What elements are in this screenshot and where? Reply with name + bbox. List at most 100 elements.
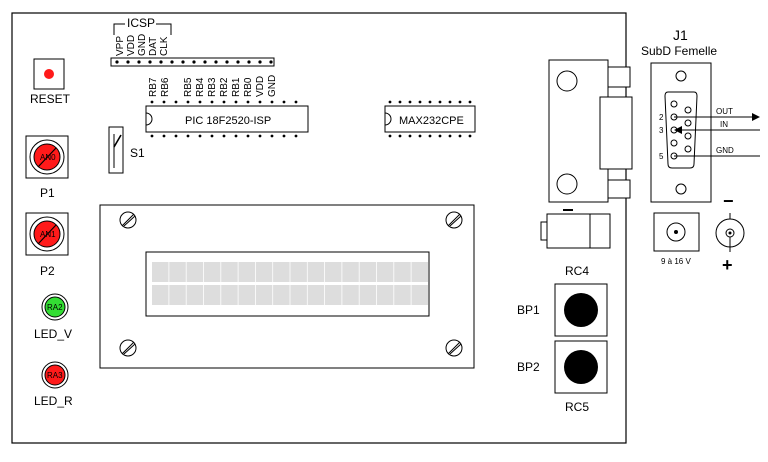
pic-pins-bottom [150, 134, 298, 138]
icsp-pin-label: CLK [159, 36, 170, 56]
lcd-character-cell [290, 262, 307, 282]
lcd-character-cell [342, 262, 359, 282]
lcd-character-cell [376, 285, 394, 305]
pic-pins-top [150, 100, 298, 104]
max232-chip: MAX232CPE [384, 100, 476, 138]
icsp-pin-label: GND [137, 34, 148, 56]
lcd-character-cell [186, 262, 204, 282]
lcd-character-cell [290, 285, 307, 305]
pic-pin-label: RB5 [183, 77, 194, 97]
lcd-character-cell [152, 262, 169, 282]
lcd-screen [145, 251, 430, 317]
bp1-label: BP1 [517, 303, 540, 317]
icsp-pin-labels: VPP VDD GND DAT CLK [115, 34, 170, 56]
led-red-pin: RA3 [47, 371, 63, 380]
db9-pin-number: 5 [659, 152, 664, 161]
power-range-label: 9 à 16 V [661, 257, 691, 266]
signal-out-label: OUT [716, 107, 733, 116]
icsp-pin-holes [115, 60, 273, 64]
lcd-character-cell [152, 285, 169, 305]
power-jack-front [653, 212, 700, 252]
pic-pin-label: RB0 [243, 77, 254, 97]
max232-body [384, 105, 476, 133]
potentiometer-p2-pin: AN1 [40, 230, 56, 239]
max232-pins-top [388, 100, 472, 104]
reset-button[interactable] [33, 58, 65, 90]
led-red-label: LED_R [34, 394, 73, 408]
pic-pin-label: RB7 [148, 77, 159, 97]
pic-pin-labels: RB7 RB6 RB5 RB4 RB3 RB2 RB1 RB0 VDD GND [148, 75, 278, 97]
pic-pin-label: VDD [255, 76, 266, 97]
icsp-bracket-right [156, 23, 172, 35]
polarity-icon [715, 213, 745, 252]
pic-pin-label: RB1 [231, 77, 242, 97]
connector-subtitle: SubD Femelle [641, 44, 717, 58]
screw-icon [445, 339, 463, 357]
rc4-label: RC4 [565, 264, 589, 278]
lcd-cells [152, 262, 428, 305]
signal-gnd-label: GND [716, 146, 734, 155]
lcd-character-cell [255, 262, 273, 282]
signal-out-line [674, 113, 760, 121]
board-outline [11, 12, 627, 444]
power-jack-side [540, 209, 611, 249]
icsp-pin-label: DAT [148, 37, 159, 56]
lcd-character-cell [273, 262, 290, 282]
reset-label: RESET [30, 92, 71, 106]
connector-title: J1 [673, 27, 688, 43]
lcd-character-cell [411, 285, 428, 305]
lcd-character-cell [342, 285, 359, 305]
led-green-pin: RA2 [47, 303, 63, 312]
lcd-character-cell [325, 285, 342, 305]
max232-pins-bottom [388, 134, 472, 138]
lcd-character-cell [221, 285, 238, 305]
lcd-character-cell [169, 285, 186, 305]
lcd-character-cell [186, 285, 204, 305]
lcd-character-cell [376, 262, 394, 282]
lcd-character-cell [394, 262, 411, 282]
lcd-character-cell [255, 285, 273, 305]
potentiometer-p2-label: P2 [40, 264, 55, 278]
signal-in-line [674, 126, 760, 134]
icsp-bracket [113, 23, 125, 35]
icsp-pin-label: VPP [115, 36, 126, 56]
pic-pin-label: RB3 [207, 77, 218, 97]
icsp-pin-strip [110, 57, 275, 67]
max232-notch [384, 112, 392, 126]
icsp-title: ICSP [127, 16, 155, 30]
potentiometer-p2[interactable]: AN1 [25, 212, 69, 256]
max232-label: MAX232CPE [399, 115, 464, 127]
mount-hole-icon [556, 173, 578, 195]
switch-s1-label: S1 [130, 146, 145, 160]
db9-pin-number: 2 [659, 113, 664, 122]
lcd-character-cell [238, 285, 255, 305]
lcd-character-cell [238, 262, 255, 282]
potentiometer-p1-label: P1 [40, 186, 55, 200]
lcd-character-cell [325, 262, 342, 282]
switch-s1[interactable] [108, 126, 124, 174]
lcd-character-cell [359, 262, 377, 282]
db9-pin-number: 3 [659, 126, 664, 135]
push-button-bp1[interactable] [554, 283, 608, 337]
mount-hole-icon [675, 70, 687, 82]
lcd-character-cell [307, 262, 325, 282]
push-button-bp2[interactable] [554, 340, 608, 394]
pic-notch [145, 112, 153, 126]
lcd-character-cell [411, 262, 428, 282]
pic-chip: RB7 RB6 RB5 RB4 RB3 RB2 RB1 RB0 VDD GND … [145, 75, 309, 138]
potentiometer-p1[interactable]: AN0 [25, 135, 69, 179]
lcd-character-cell [394, 285, 411, 305]
lcd-character-cell [359, 285, 377, 305]
lcd-module [99, 204, 475, 369]
bp2-label: BP2 [517, 360, 540, 374]
pic-body [145, 105, 309, 133]
pic-pin-label: RB2 [219, 77, 230, 97]
icsp-header: ICSP VPP VDD GND DAT CLK [110, 16, 275, 67]
lcd-character-cell [203, 285, 221, 305]
mount-hole-icon [556, 70, 578, 92]
pic-label: PIC 18F2520-ISP [185, 115, 271, 127]
lcd-character-cell [203, 262, 221, 282]
screw-icon [119, 339, 137, 357]
icsp-pin-label: VDD [126, 35, 137, 56]
lcd-character-cell [273, 285, 290, 305]
